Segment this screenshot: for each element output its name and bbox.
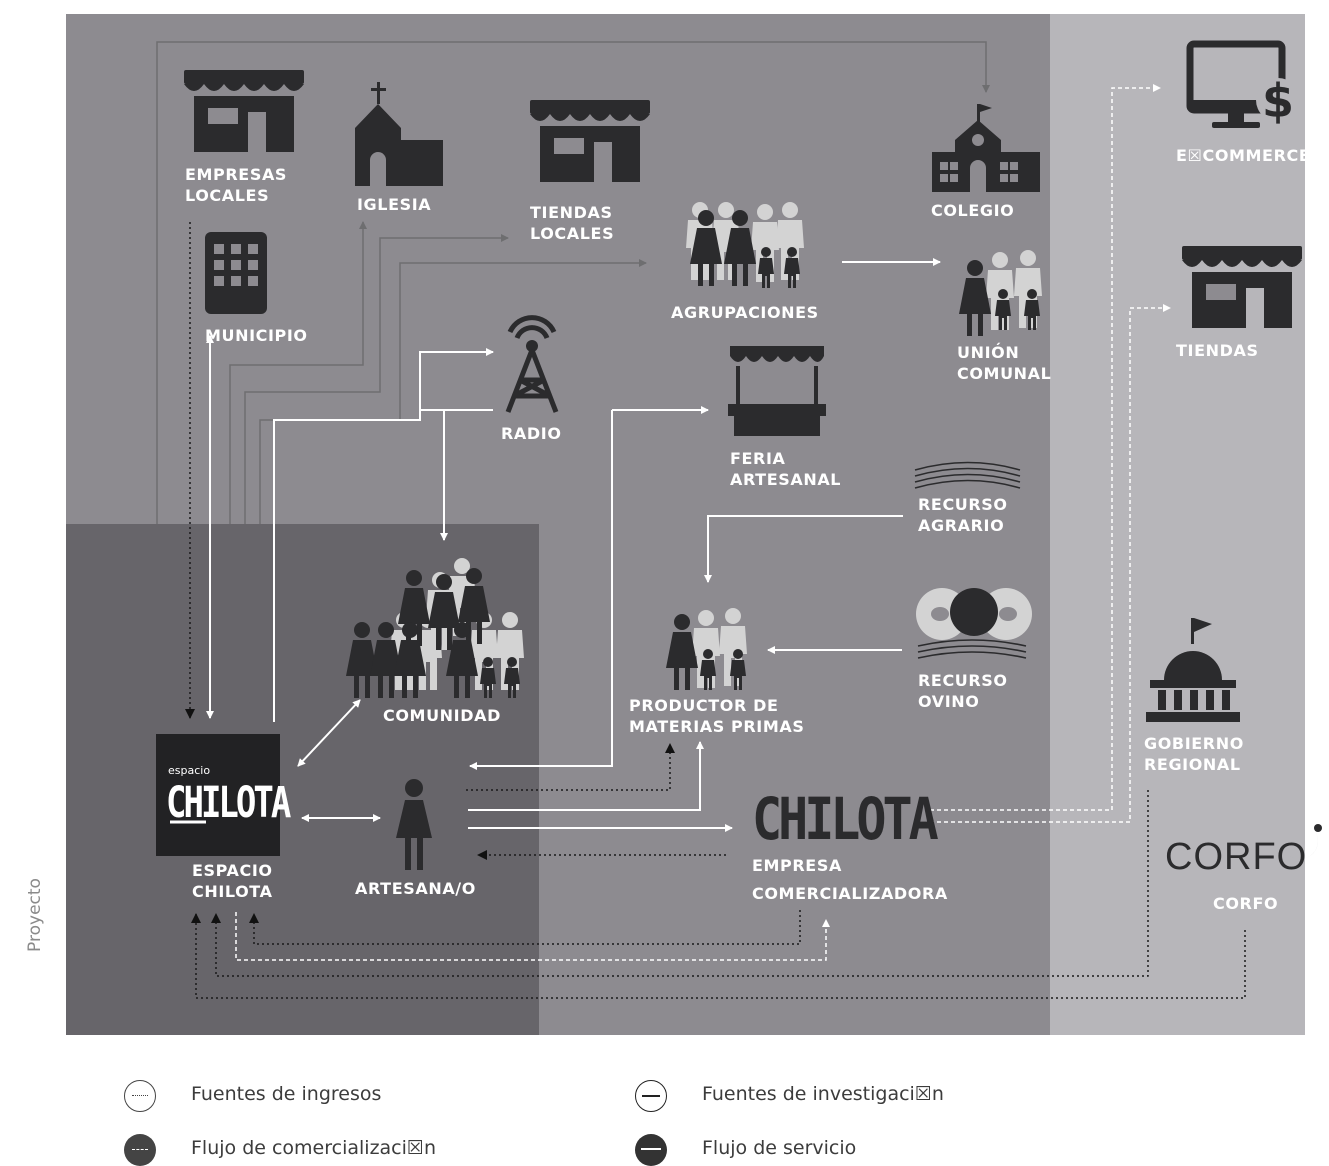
label-recurso-ovino: RECURSO OVINO (918, 671, 1008, 711)
service-arrows (206, 258, 941, 832)
sheep-icon (916, 588, 1032, 659)
label-espacio-chilota: ESPACIO CHILOTA (192, 861, 273, 901)
corfo-logo-mark (1290, 824, 1322, 860)
label-municipio: MUNICIPIO (205, 326, 308, 345)
side-label-proyecto: Proyecto (24, 878, 45, 952)
label-comunidad: COMUNIDAD (383, 706, 501, 725)
zone-inner (66, 524, 539, 1035)
people-group-icon (959, 250, 1042, 336)
artisan-person-icon (396, 779, 432, 870)
label-ecommerce: E☒COMMERCE (1176, 146, 1311, 165)
commercial-flows (235, 84, 1171, 961)
label-radio: RADIO (501, 424, 562, 443)
legend-icon-solid-outline (635, 1080, 667, 1112)
ecommerce-monitor-icon: $ (1186, 40, 1300, 128)
people-group-icon (686, 202, 804, 288)
logo-chilota-wordmark: CHILOTA (752, 786, 939, 853)
municipal-building-icon (205, 232, 267, 314)
label-recurso-agrario: RECURSO AGRARIO (918, 495, 1008, 535)
label-tiendas-locales: TIENDAS LOCALES (530, 203, 615, 243)
label-feria-artesanal: FERIA ARTESANAL (730, 449, 842, 489)
label-empresa-comercializadora: EMPRESA COMERCIALIZADORA (752, 856, 948, 903)
svg-text:$: $ (1262, 74, 1294, 128)
label-agrupaciones: AGRUPACIONES (671, 303, 819, 322)
zone-right (1050, 14, 1305, 1035)
label-union-comunal: UNIÓN COMUNAL (957, 343, 1052, 383)
legend-label-research: Fuentes de investigaci☒n (702, 1083, 944, 1105)
logo-corfo-wordmark: CORFO (1165, 836, 1308, 878)
legend-label-income: Fuentes de ingresos (191, 1083, 382, 1105)
store-icon (184, 70, 304, 152)
store-icon (1182, 246, 1302, 328)
label-corfo: CORFO (1213, 894, 1279, 913)
market-stall-icon (728, 346, 826, 436)
legend-icon-dashed (124, 1134, 156, 1166)
label-empresas-locales: EMPRESAS LOCALES (185, 165, 288, 205)
logo-espacio-small: espacio (168, 764, 211, 777)
legend-label-commercial: Flujo de comercializaci☒n (191, 1137, 436, 1159)
label-gobierno-regional: GOBIERNO REGIONAL (1144, 734, 1244, 774)
government-building-icon (1146, 618, 1240, 722)
logo-espacio-chilota-wordmark: CHILOTA (166, 778, 291, 828)
legend-label-service: Flujo de servicio (702, 1137, 857, 1159)
label-colegio: COLEGIO (931, 201, 1015, 220)
store-icon (530, 100, 650, 182)
farm-field-icon (914, 461, 1021, 489)
label-artesana: ARTESANA/O (355, 879, 476, 898)
legend-icon-solid-filled (635, 1134, 667, 1166)
label-iglesia: IGLESIA (357, 195, 432, 214)
label-productor: PRODUCTOR DE MATERIAS PRIMAS (629, 696, 805, 736)
radio-tower-icon (505, 315, 559, 413)
legend-icon-dotted (124, 1080, 156, 1112)
label-tiendas: TIENDAS (1176, 341, 1259, 360)
espacio-chilota-logo (156, 734, 280, 856)
income-flows (185, 222, 1246, 999)
people-group-icon (666, 608, 747, 690)
church-icon (355, 82, 443, 186)
school-icon (932, 104, 1040, 192)
